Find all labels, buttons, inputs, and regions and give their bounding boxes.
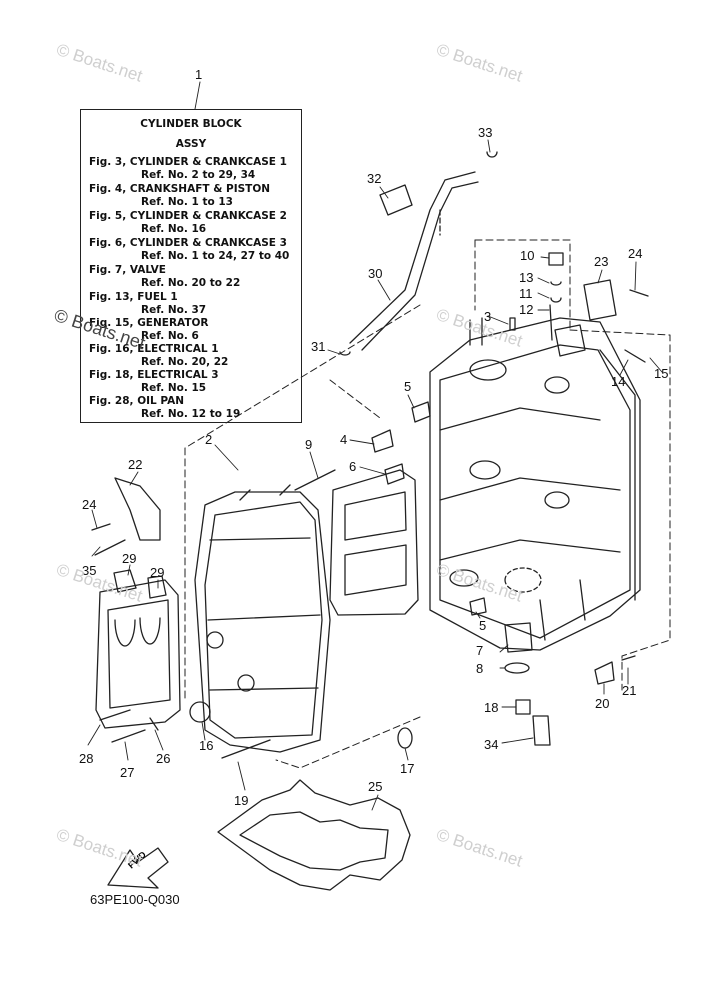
legend-ref-entry: Ref. No. 1 to 13 [141,196,233,208]
legend-ref-entry: Ref. No. 1 to 24, 27 to 40 [141,250,290,262]
legend-fig-entry: Fig. 18, ELECTRICAL 3 [89,369,219,381]
callout-13: 13 [519,270,534,285]
callout-32: 32 [367,171,382,186]
legend-fig-entry: Fig. 15, GENERATOR [89,317,209,329]
bolts-24-14-drawing [624,289,649,363]
bolt-9-drawing [294,469,336,491]
callout-18: 18 [484,700,499,715]
dowel-5-drawing [411,401,431,423]
callout-1: 1 [195,67,203,82]
callout-12: 12 [519,302,534,317]
callout-4: 4 [340,432,348,447]
clip-33-drawing [486,151,498,158]
callout-29: 29 [122,551,137,566]
collar-6-drawing [384,463,405,485]
callout-35: 35 [82,563,97,578]
legend-fig-entry: Fig. 5, CYLINDER & CRANKCASE 2 [89,210,287,222]
legend-ref-entry: Ref. No. 20, 22 [141,356,229,368]
callout-24b: 24 [82,497,97,512]
leader-lines [87,81,663,811]
bolt-18-drawing [515,699,531,715]
bolt-24b-35-drawing [91,523,126,556]
callout-29b: 29 [150,565,165,580]
callout-20: 20 [595,696,610,711]
collar-4-drawing [371,429,394,453]
legend-ref-entry: Ref. No. 37 [141,304,207,316]
callout-25: 25 [368,779,383,794]
cylinder-block-drawing [429,317,641,651]
legend-fig-entry: Fig. 28, OIL PAN [89,395,185,407]
legend-ref-entry: Ref. No. 12 to 19 [141,408,241,420]
gasket-25-inner-drawing [239,811,389,871]
parts-20-21-drawing [594,655,636,685]
callout-19: 19 [234,793,249,808]
sensor-34-drawing [532,715,551,746]
callout-30: 30 [368,266,383,281]
oring-17-drawing [397,727,413,749]
callout-28: 28 [79,751,94,766]
callout-21: 21 [622,683,637,698]
bracket-22-drawing [114,477,161,541]
legend-ref-entry: Ref. No. 15 [141,382,207,394]
callout-5b: 5 [479,618,487,633]
callout-26: 26 [156,751,171,766]
crankcase-drawing [194,484,331,753]
plug-7-drawing [504,622,533,653]
legend-fig-entry: Fig. 7, VALVE [89,264,166,276]
parts-10-11-13-drawing [548,252,564,303]
legend-ref-entry: Ref. No. 2 to 29, 34 [141,169,256,181]
callout-16: 16 [199,738,214,753]
callout-3: 3 [484,309,492,324]
gasket-25-drawing [217,779,411,891]
fwd-arrow-icon [107,847,169,889]
legend-subtitle: ASSY [175,138,207,150]
callout-34: 34 [484,737,499,752]
cover-23-drawing [583,279,617,321]
legend-box: CYLINDER BLOCK ASSY Fig. 3, CYLINDER & C… [80,109,302,423]
oring-8-drawing [504,662,530,674]
legend-fig-entry: Fig. 6, CYLINDER & CRANKCASE 3 [89,237,287,249]
legend-fig-entry: Fig. 4, CRANKSHAFT & PISTON [89,183,271,195]
callout-22: 22 [128,457,143,472]
legend-fig-entry: Fig. 13, FUEL 1 [89,291,178,303]
callout-2: 2 [205,432,213,447]
legend-ref-entry: Ref. No. 20 to 22 [141,277,241,289]
callout-7: 7 [476,643,484,658]
callout-5: 5 [404,379,412,394]
legend-fig-entry: Fig. 3, CYLINDER & CRANKCASE 1 [89,156,287,168]
assembly-outline-dashes [184,239,671,769]
callout-27: 27 [120,765,135,780]
clip-32-drawing [379,184,413,216]
callout-23: 23 [594,254,609,269]
bolt-19-drawing [221,739,271,759]
drawing-code: 63PE100-Q030 [90,892,180,907]
seal-16-drawing [189,701,211,723]
dowel-5b-drawing [469,597,487,616]
cylinder-head-plate-drawing [329,469,419,616]
callout-8: 8 [476,661,484,676]
callout-24: 24 [628,246,643,261]
callout-9: 9 [305,437,313,452]
callout-11: 11 [519,286,533,301]
callout-33: 33 [478,125,493,140]
callout-31: 31 [311,339,326,354]
legend-title: CYLINDER BLOCK [140,118,242,130]
legend-ref-entry: Ref. No. 16 [141,223,207,235]
callout-17: 17 [400,761,415,776]
legend-fig-entry: Fig. 16, ELECTRICAL 1 [89,343,219,355]
callout-10: 10 [520,248,535,263]
cylinder-head-drawing [95,569,181,729]
clip-31-drawing [339,351,351,356]
callout-6: 6 [349,459,357,474]
pins-3-12-drawing [509,304,553,341]
callout-15: 15 [654,366,669,381]
callout-14: 14 [611,374,626,389]
oil-tube-drawing [349,171,479,351]
bolts-26-27-28-drawing [99,709,159,743]
legend-ref-entry: Ref. No. 6 [141,330,199,342]
